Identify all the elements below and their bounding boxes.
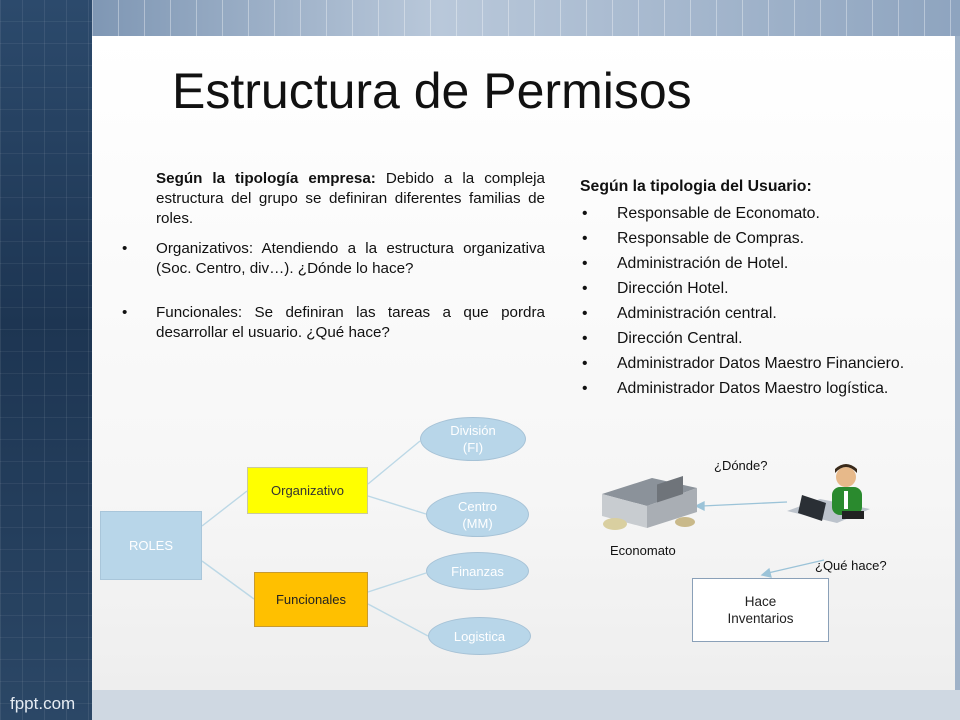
inventarios-line1: Hace	[744, 594, 777, 609]
node-finanzas: Finanzas	[426, 552, 529, 590]
connector-roles-funcionales	[201, 560, 255, 600]
list-item-text: Dirección Central.	[617, 330, 743, 347]
bullet-glyph: •	[122, 304, 128, 321]
left-text-block: Según la tipología empresa: Debido a la …	[114, 169, 545, 343]
arrow-to-inventory	[767, 559, 825, 574]
warehouse-icon	[602, 476, 697, 530]
arrow-person-to-warehouse	[701, 501, 788, 507]
connector-func-finanzas	[367, 572, 427, 593]
list-item-text: Responsable de Economato.	[617, 205, 820, 222]
node-funcionales: Funcionales	[254, 572, 368, 627]
bullet-glyph: •	[582, 230, 588, 247]
connector-func-logistica	[367, 603, 429, 637]
bullet-glyph: •	[582, 330, 588, 347]
economato-label: Economato	[610, 543, 676, 558]
arrow-head	[760, 567, 772, 578]
division-code: (FI)	[462, 440, 484, 455]
arrow-head	[694, 500, 705, 512]
diagram-connectors	[201, 440, 825, 637]
node-roles: ROLES	[100, 511, 202, 580]
donde-label: ¿Dónde?	[714, 458, 768, 473]
division-label: División	[450, 423, 496, 438]
list-item: • Responsable de Compras.	[580, 228, 952, 249]
footer-brand: fppt.com	[10, 694, 76, 713]
user-role-list: • Responsable de Economato. • Responsable …	[580, 203, 952, 399]
node-organizativo: Organizativo	[247, 467, 368, 514]
bullet-glyph: •	[582, 305, 588, 322]
list-item: • Dirección Central.	[580, 328, 952, 349]
intro-text: Debido a la compleja estructura del grup…	[156, 170, 545, 227]
list-item: • Dirección Hotel.	[580, 278, 952, 299]
right-text-block: Según la tipologia del Usuario: • Respons…	[580, 176, 952, 403]
bullet-glyph: •	[122, 240, 128, 257]
connector-roles-organizativo	[201, 490, 248, 527]
bullet-glyph: •	[582, 355, 588, 372]
background-top-band	[92, 0, 960, 36]
centro-label: Centro	[457, 498, 498, 514]
list-item: • Administración central.	[580, 303, 952, 324]
bullet-glyph: •	[582, 205, 588, 222]
node-division-fi: División (FI)	[420, 417, 526, 461]
bullet-text: Funcionales: Se definiran las tareas a q…	[156, 304, 545, 341]
bullet-glyph: •	[582, 380, 588, 397]
inventarios-line2: Inventarios	[727, 611, 794, 626]
company-typology-intro: Según la tipología empresa: Debido a la …	[114, 169, 545, 229]
list-item: • Administrador Datos Maestro Financiero.	[580, 353, 952, 374]
centro-code: (MM)	[462, 515, 493, 531]
list-item-text: Administración de Hotel.	[617, 255, 789, 272]
background-bottom-band	[92, 690, 960, 720]
list-item: • Responsable de Economato.	[580, 203, 952, 224]
slide-title: Estructura de Permisos	[172, 63, 692, 119]
background-left-panel	[0, 0, 92, 720]
bullet-funcionales: • Funcionales: Se definiran las tareas a…	[114, 303, 545, 343]
bullet-glyph: •	[582, 255, 588, 272]
list-item-text: Administración central.	[617, 305, 777, 322]
intro-bold: Según la tipología empresa:	[156, 170, 376, 187]
list-item: • Administrador Datos Maestro logística.	[580, 378, 952, 399]
connector-org-centro	[367, 495, 427, 515]
list-item: • Administración de Hotel.	[580, 253, 952, 274]
bullet-glyph: •	[582, 280, 588, 297]
node-logistica: Logistica	[428, 617, 531, 655]
bullet-text: Organizativos: Atendiendo a la estructur…	[156, 240, 545, 277]
bullet-organizativos: • Organizativos: Atendiendo a la estruct…	[114, 239, 545, 279]
list-item-text: Administrador Datos Maestro logística.	[617, 380, 889, 397]
background-right-edge	[955, 36, 960, 720]
list-item-text: Dirección Hotel.	[617, 280, 729, 297]
user-typology-header: Según la tipologia del Usuario:	[580, 178, 812, 195]
connector-org-division	[367, 440, 421, 485]
list-item-text: Responsable de Compras.	[617, 230, 805, 247]
person-at-computer-icon	[787, 464, 870, 523]
slide-content: Estructura de Permisos Según la tipologí…	[92, 36, 955, 690]
node-centro-mm: Centro(MM)	[426, 492, 529, 537]
list-item-text: Administrador Datos Maestro Financiero.	[617, 355, 905, 372]
que-hace-label: ¿Qué hace?	[815, 558, 887, 573]
